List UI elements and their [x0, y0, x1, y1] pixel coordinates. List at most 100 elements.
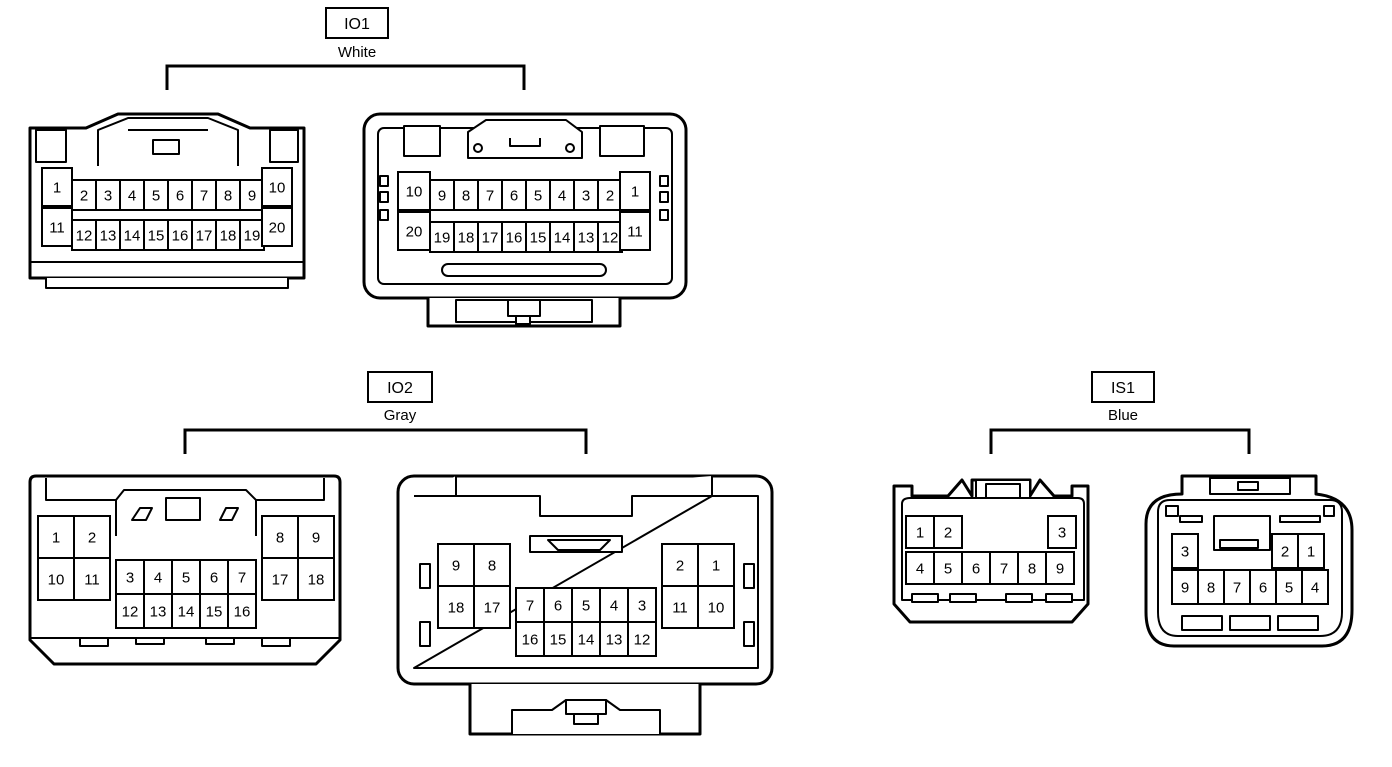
pin-number: 19 — [244, 227, 261, 244]
io2-right-pin-7: 7 — [515, 587, 545, 623]
pin-number: 5 — [182, 569, 190, 586]
io1-left-pin-13: 13 — [95, 219, 121, 251]
is1-left-pin-5: 5 — [933, 551, 963, 585]
is1-left-pin-3: 3 — [1047, 515, 1077, 549]
pin-number: 4 — [558, 187, 566, 204]
pin-number: 16 — [234, 603, 251, 620]
io1-right-pin-1: 1 — [619, 171, 651, 211]
pin-number: 8 — [276, 529, 284, 546]
pin-number: 16 — [522, 631, 539, 648]
pin-number: 13 — [578, 229, 595, 246]
pin-number: 11 — [672, 599, 688, 616]
pin-number: 11 — [84, 571, 100, 588]
io1-right-pin-11: 11 — [619, 211, 651, 251]
io1-left-pin-14: 14 — [119, 219, 145, 251]
is1-left-pin-2: 2 — [933, 515, 963, 549]
pin-number: 6 — [972, 560, 980, 577]
pin-number: 9 — [438, 187, 446, 204]
pin-number: 6 — [554, 597, 562, 614]
pin-number: 14 — [578, 631, 595, 648]
io2-left-pin-1: 1 — [37, 515, 75, 559]
is1-code-box — [1091, 371, 1155, 403]
pin-number: 13 — [100, 227, 117, 244]
pin-number: 5 — [1285, 579, 1293, 596]
pin-number: 12 — [634, 631, 651, 648]
is1-right-pin-5: 5 — [1275, 569, 1303, 605]
pin-number: 7 — [238, 569, 246, 586]
io2-right-pin-3: 3 — [627, 587, 657, 623]
io2-right-pin-11: 11 — [661, 585, 699, 629]
io2-color-label: Gray — [384, 407, 417, 424]
pin-number: 1 — [53, 179, 61, 196]
io1-left-pin-4: 4 — [119, 179, 145, 211]
pin-number: 3 — [1181, 543, 1189, 560]
pin-number: 1 — [916, 524, 924, 541]
io2-right-pin-8: 8 — [473, 543, 511, 587]
io1-right-pin-20: 20 — [397, 211, 431, 251]
pin-number: 2 — [944, 524, 952, 541]
pin-number: 9 — [452, 557, 460, 574]
io2-right-pin-4: 4 — [599, 587, 629, 623]
io1-right-pin-6: 6 — [501, 179, 527, 211]
is1-right-pin-9: 9 — [1171, 569, 1199, 605]
pin-number: 3 — [638, 597, 646, 614]
io1-header: IO1 White — [165, 7, 526, 90]
is1-right-pin-8: 8 — [1197, 569, 1225, 605]
pin-number: 13 — [150, 603, 167, 620]
pin-number: 3 — [126, 569, 134, 586]
pin-number: 10 — [269, 179, 286, 196]
io2-right-pin-10: 10 — [697, 585, 735, 629]
pin-number: 12 — [76, 227, 93, 244]
io1-right-pin-14: 14 — [549, 221, 575, 253]
io2-left-pin-11: 11 — [73, 557, 111, 601]
io2-left-pin-16: 16 — [227, 593, 257, 629]
pin-number: 4 — [1311, 579, 1319, 596]
pin-number: 16 — [172, 227, 189, 244]
is1-right-pin-6: 6 — [1249, 569, 1277, 605]
is1-left-pin-1: 1 — [905, 515, 935, 549]
io2-left-pin-4: 4 — [143, 559, 173, 595]
io1-left-pin-5: 5 — [143, 179, 169, 211]
io2-bracket — [183, 428, 588, 454]
is1-right-pin-4: 4 — [1301, 569, 1329, 605]
io1-right-pin-18: 18 — [453, 221, 479, 253]
io2-left-pin-12: 12 — [115, 593, 145, 629]
pin-number: 20 — [269, 219, 286, 236]
io1-right-pin-10: 10 — [397, 171, 431, 211]
io1-code-label: IO1 — [344, 16, 370, 33]
io1-right-pin-9: 9 — [429, 179, 455, 211]
io1-code-box — [325, 7, 389, 39]
is1-right-pin-7: 7 — [1223, 569, 1251, 605]
io1-right-pin-3: 3 — [573, 179, 599, 211]
pin-number: 5 — [944, 560, 952, 577]
is1-left-pin-4: 4 — [905, 551, 935, 585]
pin-number: 6 — [1259, 579, 1267, 596]
io2-left-pin-18: 18 — [297, 557, 335, 601]
io2-left-pin-8: 8 — [261, 515, 299, 559]
pin-number: 8 — [1207, 579, 1215, 596]
pin-number: 4 — [916, 560, 924, 577]
io1-left-pin-15: 15 — [143, 219, 169, 251]
pin-number: 2 — [1281, 543, 1289, 560]
io1-left-pin-11: 11 — [41, 207, 73, 247]
io1-left-pin-6: 6 — [167, 179, 193, 211]
pin-number: 2 — [606, 187, 614, 204]
io1-left-pin-1: 1 — [41, 167, 73, 207]
pin-number: 4 — [154, 569, 162, 586]
pin-number: 17 — [272, 571, 289, 588]
io2-left-pin-14: 14 — [171, 593, 201, 629]
is1-left-pin-9: 9 — [1045, 551, 1075, 585]
pin-number: 17 — [482, 229, 499, 246]
io2-left-pin-2: 2 — [73, 515, 111, 559]
io1-right-pin-5: 5 — [525, 179, 551, 211]
io1-right-pin-8: 8 — [453, 179, 479, 211]
pin-number: 14 — [178, 603, 195, 620]
pin-number: 8 — [488, 557, 496, 574]
io1-right-pin-2: 2 — [597, 179, 623, 211]
io2-right-pin-14: 14 — [571, 621, 601, 657]
pin-number: 5 — [582, 597, 590, 614]
is1-right-pin-2: 2 — [1271, 533, 1299, 569]
